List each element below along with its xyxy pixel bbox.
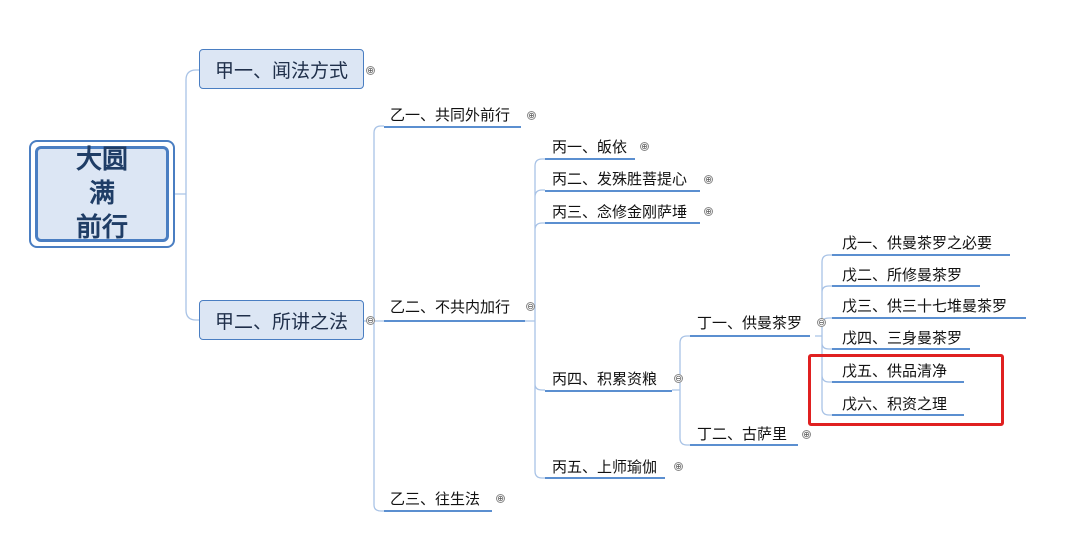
expand-icon[interactable]: ⊕ xyxy=(704,175,713,184)
node-ding1[interactable]: 丁一、供曼茶罗 xyxy=(697,314,803,332)
node-bing2[interactable]: 丙二、发殊胜菩提心 xyxy=(552,170,688,188)
node-wu5[interactable]: 戊五、供品清净 xyxy=(842,362,948,380)
node-underline xyxy=(690,335,810,337)
node-jia1[interactable]: 甲一、闻法方式 xyxy=(199,49,364,89)
node-underline xyxy=(832,285,980,287)
root-line1: 大圆满 xyxy=(75,145,128,209)
node-underline xyxy=(690,444,798,446)
node-underline xyxy=(545,477,665,479)
root-line2: 前行 xyxy=(75,213,128,243)
node-yi1[interactable]: 乙一、共同外前行 xyxy=(390,106,511,124)
node-ding2[interactable]: 丁二、古萨里 xyxy=(697,425,788,443)
expand-icon[interactable]: ⊕ xyxy=(674,462,683,471)
node-bing5[interactable]: 丙五、上师瑜伽 xyxy=(552,458,658,476)
node-underline xyxy=(832,414,964,416)
expand-icon[interactable]: ⊕ xyxy=(366,66,375,75)
highlight-box xyxy=(808,354,1004,426)
node-wu6[interactable]: 戊六、积资之理 xyxy=(842,395,948,413)
collapse-icon[interactable]: ⊖ xyxy=(366,316,375,325)
node-jia2[interactable]: 甲二、所讲之法 xyxy=(199,300,364,340)
node-bing4[interactable]: 丙四、积累资粮 xyxy=(552,370,658,388)
node-bing1[interactable]: 丙一、皈依 xyxy=(552,138,628,156)
expand-icon[interactable]: ⊕ xyxy=(496,494,505,503)
expand-icon[interactable]: ⊕ xyxy=(640,142,649,151)
node-wu1[interactable]: 戊一、供曼茶罗之必要 xyxy=(842,234,993,252)
node-underline xyxy=(832,348,970,350)
root-node[interactable]: 大圆满 前行 xyxy=(29,140,175,248)
node-underline xyxy=(545,390,672,392)
expand-icon[interactable]: ⊕ xyxy=(527,111,536,120)
root-node-text: 大圆满 前行 xyxy=(67,143,137,245)
node-wu2[interactable]: 戊二、所修曼茶罗 xyxy=(842,266,963,284)
collapse-icon[interactable]: ⊖ xyxy=(526,302,535,311)
collapse-icon[interactable]: ⊖ xyxy=(674,374,683,383)
collapse-icon[interactable]: ⊖ xyxy=(817,318,826,327)
root-node-inner: 大圆满 前行 xyxy=(35,143,169,245)
node-underline xyxy=(384,126,521,128)
node-underline xyxy=(384,320,525,322)
expand-icon[interactable]: ⊕ xyxy=(704,207,713,216)
node-yi2[interactable]: 乙二、不共内加行 xyxy=(390,298,511,316)
node-underline xyxy=(545,190,700,192)
expand-icon[interactable]: ⊕ xyxy=(802,430,811,439)
node-underline xyxy=(545,222,700,224)
node-wu4[interactable]: 戊四、三身曼茶罗 xyxy=(842,329,963,347)
node-underline xyxy=(384,510,492,512)
node-underline xyxy=(832,381,964,383)
node-underline xyxy=(832,317,1026,319)
node-wu3[interactable]: 戊三、供三十七堆曼茶罗 xyxy=(842,297,1008,315)
node-yi3[interactable]: 乙三、往生法 xyxy=(390,490,481,508)
node-underline xyxy=(832,254,1010,256)
node-underline xyxy=(545,158,635,160)
node-bing3[interactable]: 丙三、念修金刚萨埵 xyxy=(552,203,688,221)
